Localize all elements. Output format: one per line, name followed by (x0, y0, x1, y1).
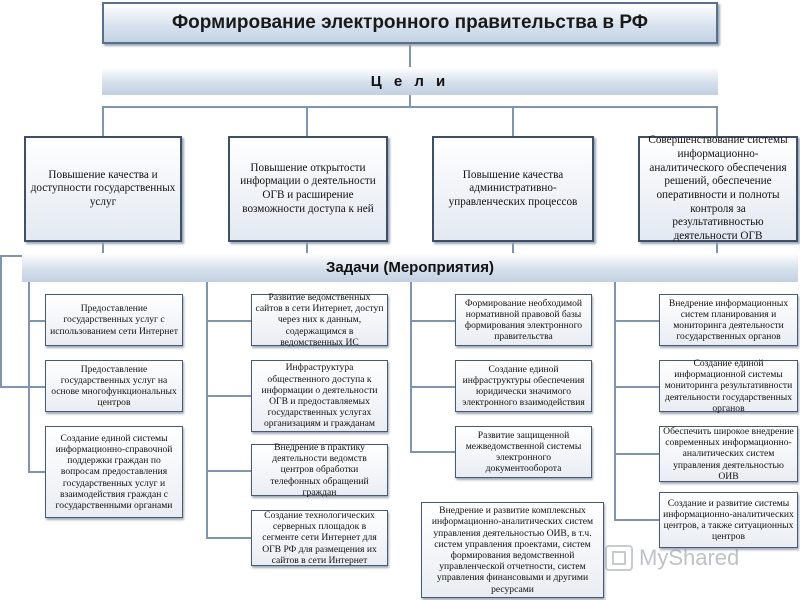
task-box-3-1: Формирование необходимой нормативной пра… (455, 294, 592, 346)
task-box-3-2: Создание единой инфраструктуры обеспечен… (455, 360, 592, 412)
task-box-3-4: Внедрение и развитие комплексных информа… (421, 502, 604, 598)
diagram-title: Формирование электронного правительства … (102, 2, 718, 44)
task-box-4-2: Создание единой информационной системы м… (659, 358, 798, 414)
task-box-2-3: Внедрение в практику деятельности ведомс… (251, 442, 388, 498)
goals-band: Ц е л и (102, 67, 718, 95)
task-box-4-1: Внедрение информационных систем планиров… (659, 294, 798, 346)
task-box-2-4: Создание технологических серверных площа… (251, 510, 388, 566)
goal-box-2: Повышение открытости информации о деятел… (228, 136, 388, 242)
task-box-4-4: Создание и развитие системы информационн… (659, 492, 798, 548)
task-box-3-3: Развитие защищенной межведомственной сис… (455, 426, 592, 478)
goal-box-4: Совершенствование системы информационно-… (638, 134, 798, 242)
task-box-2-1: Развитие ведомственных сайтов в сети Инт… (251, 292, 388, 348)
task-box-2-2: Инфраструктура общественного доступа к и… (251, 360, 388, 432)
goal-box-1: Повышение качества и доступности государ… (24, 136, 182, 242)
watermark-text: MyShared (639, 545, 740, 570)
task-box-1-3: Создание единой системы информационно-сп… (45, 426, 183, 518)
task-box-1-2: Предоставление государственных услуг на … (45, 360, 183, 412)
tasks-band: Задачи (Мероприятия) (22, 253, 798, 282)
watermark-logo-icon (605, 545, 633, 571)
watermark: MyShared (605, 540, 775, 576)
task-box-4-3: Обеспечить широкое внедрение современных… (659, 426, 798, 482)
task-box-1-1: Предоставление государственных услуг с и… (45, 294, 183, 346)
goal-box-3: Повышение качества административно-управ… (432, 136, 594, 242)
